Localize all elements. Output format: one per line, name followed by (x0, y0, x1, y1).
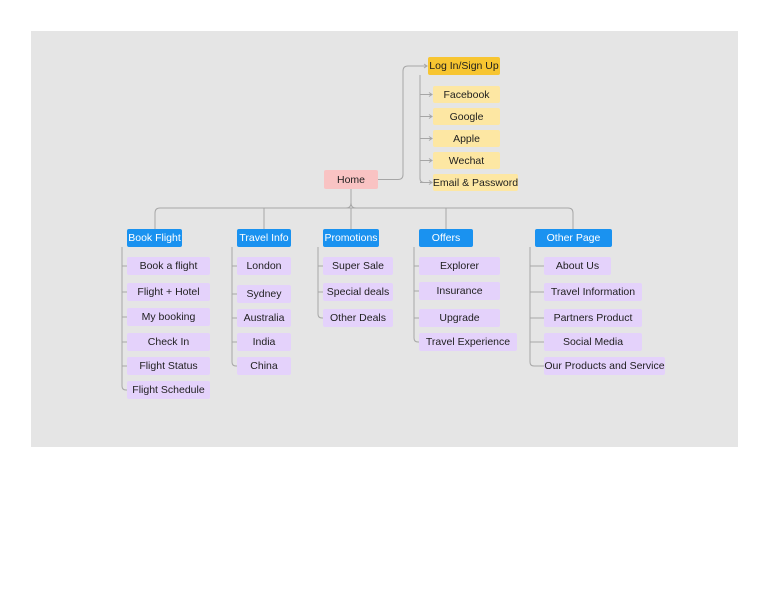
node-login-signup[interactable]: Log In/Sign Up (428, 57, 500, 75)
node-promotions[interactable]: Promotions (323, 229, 379, 247)
node-australia[interactable]: Australia (237, 309, 291, 327)
node-our-products-and-service[interactable]: Our Products and Service (544, 357, 665, 375)
node-login-email-password[interactable]: Email & Password (433, 174, 518, 191)
node-london[interactable]: London (237, 257, 291, 275)
node-upgrade[interactable]: Upgrade (419, 309, 500, 327)
node-flight-status[interactable]: Flight Status (127, 357, 210, 375)
node-explorer[interactable]: Explorer (419, 257, 500, 275)
node-book-a-flight[interactable]: Book a flight (127, 257, 210, 275)
node-about-us[interactable]: About Us (544, 257, 611, 275)
node-social-media[interactable]: Social Media (544, 333, 642, 351)
node-home[interactable]: Home (324, 170, 378, 189)
node-book-flight[interactable]: Book Flight (127, 229, 182, 247)
node-india[interactable]: India (237, 333, 291, 351)
node-partners-product[interactable]: Partners Product (544, 309, 642, 327)
node-super-sale[interactable]: Super Sale (323, 257, 393, 275)
node-insurance[interactable]: Insurance (419, 282, 500, 300)
node-travel-information[interactable]: Travel Information (544, 283, 642, 301)
node-login-facebook[interactable]: Facebook (433, 86, 500, 103)
node-special-deals[interactable]: Special deals (323, 283, 393, 301)
node-check-in[interactable]: Check In (127, 333, 210, 351)
node-login-apple[interactable]: Apple (433, 130, 500, 147)
node-travel-info[interactable]: Travel Info (237, 229, 291, 247)
node-sydney[interactable]: Sydney (237, 285, 291, 303)
node-my-booking[interactable]: My booking (127, 308, 210, 326)
node-other-deals[interactable]: Other Deals (323, 309, 393, 327)
node-china[interactable]: China (237, 357, 291, 375)
node-flight-schedule[interactable]: Flight Schedule (127, 381, 210, 399)
node-flight-hotel[interactable]: Flight + Hotel (127, 283, 210, 301)
node-other-page[interactable]: Other Page (535, 229, 612, 247)
node-offers[interactable]: Offers (419, 229, 473, 247)
node-login-wechat[interactable]: Wechat (433, 152, 500, 169)
node-travel-experience[interactable]: Travel Experience (419, 333, 517, 351)
node-login-google[interactable]: Google (433, 108, 500, 125)
